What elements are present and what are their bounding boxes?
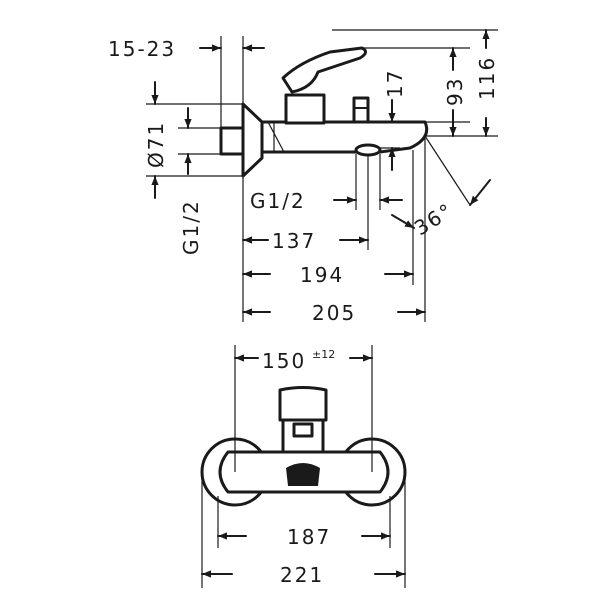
dim-194: 194 [242,150,414,287]
dim-17: 17 [368,69,407,171]
dim-g12-outlet-label: G1/2 [250,189,306,213]
cover-rosette [241,102,264,178]
front-lever-handle [278,386,328,422]
dim-150: 150 ±12 [234,345,373,472]
dim-150-tolerance: ±12 [312,348,335,361]
dim-diameter-71-label: Ø71 [144,121,168,168]
dim-93: 93 [362,47,470,137]
dim-221-label: 221 [280,563,324,587]
dim-15-23-label: 15-23 [108,37,176,61]
dim-diameter-71: Ø71 [144,81,243,199]
front-lever-stem [292,422,314,438]
dim-angle-36-label: 36° [410,198,458,240]
dim-221: 221 [201,472,406,588]
dim-187-label: 187 [287,525,331,549]
dim-150-label: 150 [262,349,306,373]
dim-angle-36: 36° [391,135,491,240]
dim-93-label: 93 [443,77,467,106]
dim-17-label: 17 [383,69,407,98]
mixer-body [260,120,429,154]
dim-116: 116 [332,29,499,137]
dim-15-23: 15-23 [108,36,265,128]
inlet-pipe [219,126,245,156]
dim-g12-inlet: G1/2 [178,107,221,255]
lever-handle [281,46,367,94]
side-view: 15-23 Ø71 G1/2 17 [108,29,499,325]
front-view: 150 ±12 187 221 [200,345,407,588]
dim-205: 205 [242,136,426,325]
dim-205-label: 205 [312,301,356,325]
dim-194-label: 194 [300,263,344,287]
dim-g12-outlet: G1/2 [250,154,403,213]
front-spout [286,463,320,486]
dim-116-label: 116 [475,56,499,100]
valve-housing [284,93,326,125]
dim-137-label: 137 [272,229,316,253]
dim-137: 137 [242,156,369,253]
dim-g12-inlet-label: G1/2 [179,199,203,255]
spout-outlet [354,143,382,157]
dim-187: 187 [217,496,391,549]
diverter-knob [352,96,370,124]
